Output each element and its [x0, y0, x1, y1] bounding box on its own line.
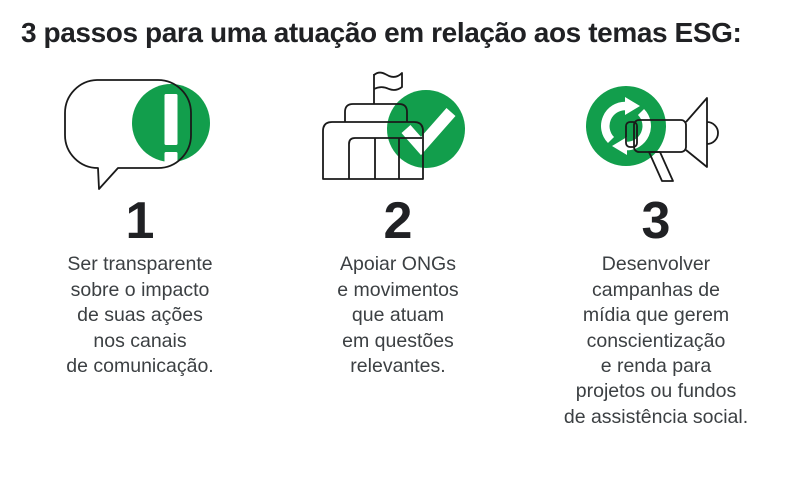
step-number: 1 [125, 191, 155, 250]
speech-bubble-exclamation-icon [64, 78, 210, 190]
exclamation-dot [164, 151, 178, 163]
page-title: 3 passos para uma atuação em relação aos… [21, 17, 742, 48]
step-number: 3 [641, 191, 671, 250]
megaphone-cone [685, 96, 708, 168]
checkmark [401, 107, 456, 155]
institution-check-icon [322, 71, 465, 180]
building-door-frame [348, 136, 422, 179]
sync-arrow-right [625, 108, 651, 150]
sync-arrow-left [601, 101, 627, 143]
building-main [322, 120, 424, 180]
building-upper-tier [344, 102, 408, 122]
flag [373, 71, 403, 91]
step-number: 2 [383, 191, 413, 250]
megaphone-sound-arc [706, 120, 719, 145]
speech-bubble-outline [64, 78, 192, 190]
megaphone-body [633, 118, 687, 153]
megaphone-sync-icon [586, 85, 719, 182]
exclamation-bar [164, 93, 178, 145]
megaphone-back-tab [625, 120, 638, 148]
sync-arrowhead-bottom [612, 136, 627, 155]
megaphone-handle [648, 150, 674, 182]
sync-arrowhead-top [625, 96, 640, 115]
